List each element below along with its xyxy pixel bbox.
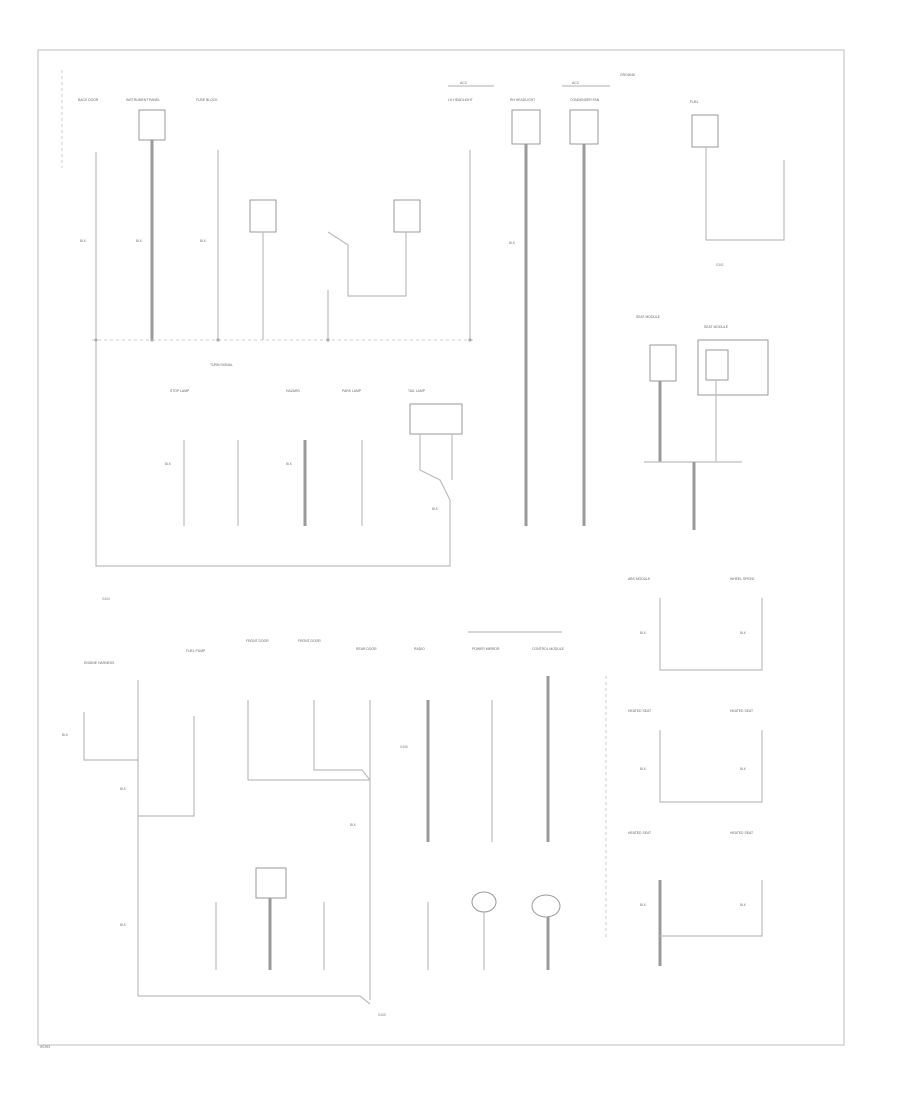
- top-label-3: FUSE BLOCK: [196, 98, 218, 102]
- bottom-label-5: REAR DOOR: [356, 647, 377, 651]
- middle-label-5: TAIL LAMP: [408, 389, 426, 393]
- top-wire-2: BLK: [136, 239, 143, 243]
- bottom-label-13: BLK: [350, 823, 357, 827]
- top-label-10: GROUND: [620, 73, 636, 77]
- right-label-4: HEATED SEAT: [730, 709, 753, 713]
- footer-code: W1993: [40, 1045, 50, 1049]
- top-label-4: LH HEADLIGHT: [448, 98, 473, 102]
- middle-label-4: PARK LAMP: [342, 389, 362, 393]
- bottom-label-6: RADIO: [414, 647, 425, 651]
- middle-label-8: BLK: [165, 462, 172, 466]
- right-section: ABS MODULE WHEEL SPEED HEATED SEAT HEATE…: [605, 577, 763, 966]
- middle-label-1: STOP LAMP: [170, 389, 190, 393]
- bottom-section: ENGINE HARNESS FUEL PUMP FRONT DOOR FRON…: [62, 631, 565, 1017]
- top-label-7: ACC: [572, 81, 580, 85]
- bottom-label-1: ENGINE HARNESS: [84, 661, 115, 665]
- top-label-2: INSTRUMENT PANEL: [126, 98, 160, 102]
- bottom-label-3: FRONT DOOR: [246, 639, 269, 643]
- right-label-8: SEAT MODULE: [704, 325, 729, 329]
- top-wire-1: BLK: [80, 239, 87, 243]
- bottom-label-8: CONTROL MODULE: [532, 647, 565, 651]
- middle-label-7: G104: [102, 597, 110, 601]
- top-label-5: ACC: [460, 81, 468, 85]
- top-section: BACK DOOR INSTRUMENT PANEL FUSE BLOCK LH…: [61, 70, 785, 526]
- right-label-14: BLK: [740, 903, 747, 907]
- bottom-label-14: BLK: [120, 923, 127, 927]
- bottom-label-10: G106: [400, 745, 408, 749]
- top-label-8: CONDENSER FAN: [570, 98, 600, 102]
- bottom-label-4: FRONT DOOR: [298, 639, 321, 643]
- middle-label-10: BLK: [432, 507, 439, 511]
- bottom-label-11: BLK: [62, 733, 69, 737]
- right-label-9: BLK: [640, 631, 647, 635]
- right-label-2: WHEEL SPEED: [730, 577, 755, 581]
- middle-label-9: BLK: [286, 462, 293, 466]
- top-label-11: G101: [716, 263, 724, 267]
- top-label-1: BACK DOOR: [78, 98, 99, 102]
- right-label-12: BLK: [740, 767, 747, 771]
- right-label-13: BLK: [640, 903, 647, 907]
- bottom-label-2: FUEL PUMP: [186, 649, 206, 653]
- middle-section: STOP LAMP TURN SIGNAL HAZARD PARK LAMP T…: [95, 315, 769, 601]
- bottom-label-12: BLK: [120, 787, 127, 791]
- middle-label-2: TURN SIGNAL: [210, 363, 233, 367]
- top-wire-3: BLK: [200, 239, 207, 243]
- top-label-14: BLK: [509, 241, 516, 245]
- bottom-label-7: POWER MIRROR: [472, 647, 500, 651]
- right-label-10: BLK: [740, 631, 747, 635]
- right-label-6: HEATED SEAT: [730, 831, 753, 835]
- bottom-label-9: G105: [378, 1013, 386, 1017]
- right-label-3: HEATED SEAT: [628, 709, 651, 713]
- middle-label-3: HAZARD: [286, 389, 300, 393]
- right-label-5: HEATED SEAT: [628, 831, 651, 835]
- top-label-6: RH HEADLIGHT: [510, 98, 535, 102]
- right-label-11: BLK: [640, 767, 647, 771]
- top-label-9: FUEL: [690, 100, 699, 104]
- right-label-1: ABS MODULE: [628, 577, 651, 581]
- right-label-7: SEAT MODULE: [636, 315, 661, 319]
- diagram-frame: [37, 49, 845, 1046]
